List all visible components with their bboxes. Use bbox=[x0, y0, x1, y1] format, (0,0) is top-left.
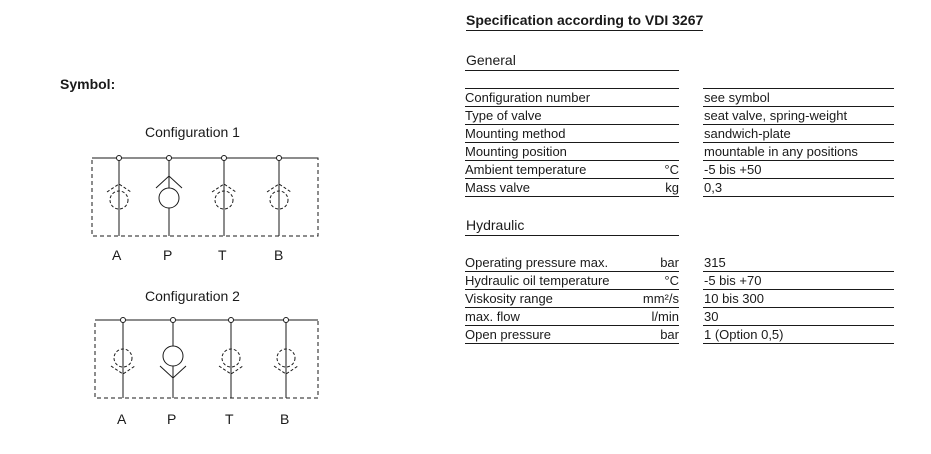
general-row-rule-right bbox=[703, 124, 894, 125]
config1-port-p: P bbox=[163, 247, 173, 263]
general-row-rule-right bbox=[703, 160, 894, 161]
general-row-rule-right bbox=[703, 178, 894, 179]
general-row-rule-right bbox=[703, 106, 894, 107]
config2-port-t: T bbox=[225, 411, 234, 427]
hydraulic-row-rule-right bbox=[703, 271, 894, 272]
hydraulic-row-rule-right bbox=[703, 343, 894, 344]
hydraulic-row-rule-left bbox=[465, 289, 679, 290]
general-row-value: sandwich-plate bbox=[704, 126, 791, 141]
config2-port-p: P bbox=[167, 411, 177, 427]
general-row-rule-left bbox=[465, 160, 679, 161]
general-row-value: 0,3 bbox=[704, 180, 723, 195]
hydraulic-row-rule-left bbox=[465, 271, 679, 272]
general-row-label: Mounting method bbox=[465, 126, 566, 141]
hydraulic-row-rule-left bbox=[465, 325, 679, 326]
hydraulic-row-label: Viskosity range bbox=[465, 291, 553, 306]
hydraulic-row-value: 30 bbox=[704, 309, 719, 324]
config1-port-a: A bbox=[112, 247, 122, 263]
general-top-rule-right bbox=[703, 88, 894, 89]
hydraulic-row-label: Open pressure bbox=[465, 327, 551, 342]
hydraulic-row-unit: l/min bbox=[651, 309, 679, 324]
config2-title: Configuration 2 bbox=[145, 288, 240, 304]
hydraulic-row-rule-left bbox=[465, 343, 679, 344]
general-heading-rule bbox=[465, 70, 679, 71]
general-row-rule-left bbox=[465, 196, 679, 197]
config2-port-b: B bbox=[280, 411, 290, 427]
general-row-label: Mounting position bbox=[465, 144, 567, 159]
general-row-rule-right bbox=[703, 196, 894, 197]
general-row-label: Type of valve bbox=[465, 108, 542, 123]
general-row-rule-left bbox=[465, 178, 679, 179]
hydraulic-row-value: 10 bis 300 bbox=[704, 291, 764, 306]
general-row-value: -5 bis +50 bbox=[704, 162, 762, 177]
general-row-label: Mass valve bbox=[465, 180, 531, 195]
config1-port-b: B bbox=[274, 247, 284, 263]
hydraulic-row-value: 1 (Option 0,5) bbox=[704, 327, 784, 342]
hydraulic-row-unit: mm²/s bbox=[642, 291, 679, 306]
hydraulic-row-unit: bar bbox=[660, 327, 679, 342]
hydraulic-row-unit: bar bbox=[660, 255, 679, 270]
general-row-value: mountable in any positions bbox=[704, 144, 858, 159]
general-row-value: see symbol bbox=[704, 90, 770, 105]
spec-title: Specification according to VDI 3267 bbox=[466, 12, 704, 31]
config1-port-t: T bbox=[218, 247, 227, 263]
hydraulic-row-rule-right bbox=[703, 325, 894, 326]
general-row-label: Ambient temperature bbox=[465, 162, 587, 177]
hydraulic-row-label: Operating pressure max. bbox=[465, 255, 609, 270]
config2-port-a: A bbox=[117, 411, 127, 427]
symbol-label: Symbol: bbox=[60, 76, 116, 92]
hydraulic-row-value: 315 bbox=[704, 255, 726, 270]
hydraulic-row-label: Hydraulic oil temperature bbox=[465, 273, 610, 288]
hydraulic-row-rule-right bbox=[703, 289, 894, 290]
general-heading: General bbox=[466, 52, 516, 68]
hydraulic-heading: Hydraulic bbox=[466, 217, 525, 233]
general-row-unit: kg bbox=[665, 180, 679, 195]
hydraulic-heading-rule bbox=[465, 235, 679, 236]
general-row-rule-left bbox=[465, 124, 679, 125]
general-row-value: seat valve, spring-weight bbox=[704, 108, 848, 123]
general-row-rule-left bbox=[465, 106, 679, 107]
hydraulic-row-unit: °C bbox=[664, 273, 679, 288]
hydraulic-row-value: -5 bis +70 bbox=[704, 273, 762, 288]
general-row-rule-left bbox=[465, 142, 679, 143]
hydraulic-row-rule-right bbox=[703, 307, 894, 308]
general-top-rule-left bbox=[465, 88, 679, 89]
general-row-unit: °C bbox=[664, 162, 679, 177]
hydraulic-row-label: max. flow bbox=[465, 309, 520, 324]
config1-title: Configuration 1 bbox=[145, 124, 240, 140]
hydraulic-row-rule-left bbox=[465, 307, 679, 308]
general-row-label: Configuration number bbox=[465, 90, 591, 105]
general-row-rule-right bbox=[703, 142, 894, 143]
